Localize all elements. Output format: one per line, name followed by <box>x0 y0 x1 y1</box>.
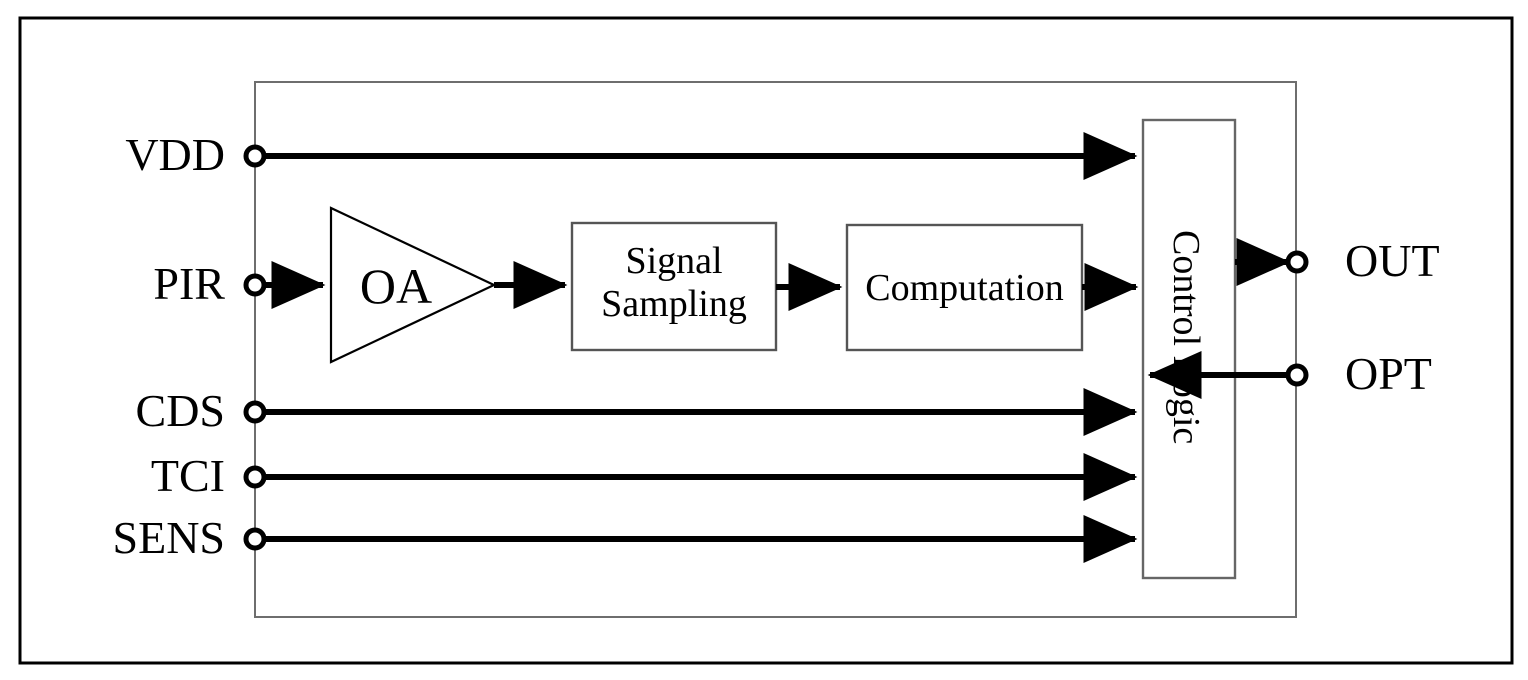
pin-circle-tci <box>243 465 267 489</box>
pin-circle-cds <box>243 400 267 424</box>
pin-label-cds: CDS <box>135 385 225 436</box>
pin-circle-opt <box>1285 363 1309 387</box>
outer-border <box>18 16 1514 665</box>
signal-sampling-label: Signal Sampling <box>601 240 747 325</box>
chip-boundary <box>254 81 1297 618</box>
pin-label-opt: OPT <box>1345 348 1432 399</box>
pin-circle-sens <box>243 527 267 551</box>
pin-circle-vdd <box>243 144 267 168</box>
pin-label-sens: SENS <box>112 512 225 563</box>
oa-triangle <box>329 206 497 364</box>
pin-label-vdd: VDD <box>125 129 225 180</box>
pin-label-pir: PIR <box>153 258 225 309</box>
signal-sampling-box <box>570 221 778 352</box>
pin-circle-out <box>1285 250 1309 274</box>
pin-label-tci: TCI <box>150 450 225 501</box>
oa-label: OA <box>359 258 433 314</box>
pin-label-out: OUT <box>1345 235 1440 286</box>
control-logic-label: Control Logic <box>1165 230 1207 445</box>
pin-circle-pir <box>243 273 267 297</box>
control-logic-box <box>1141 118 1237 580</box>
computation-label: Computation <box>865 267 1064 309</box>
